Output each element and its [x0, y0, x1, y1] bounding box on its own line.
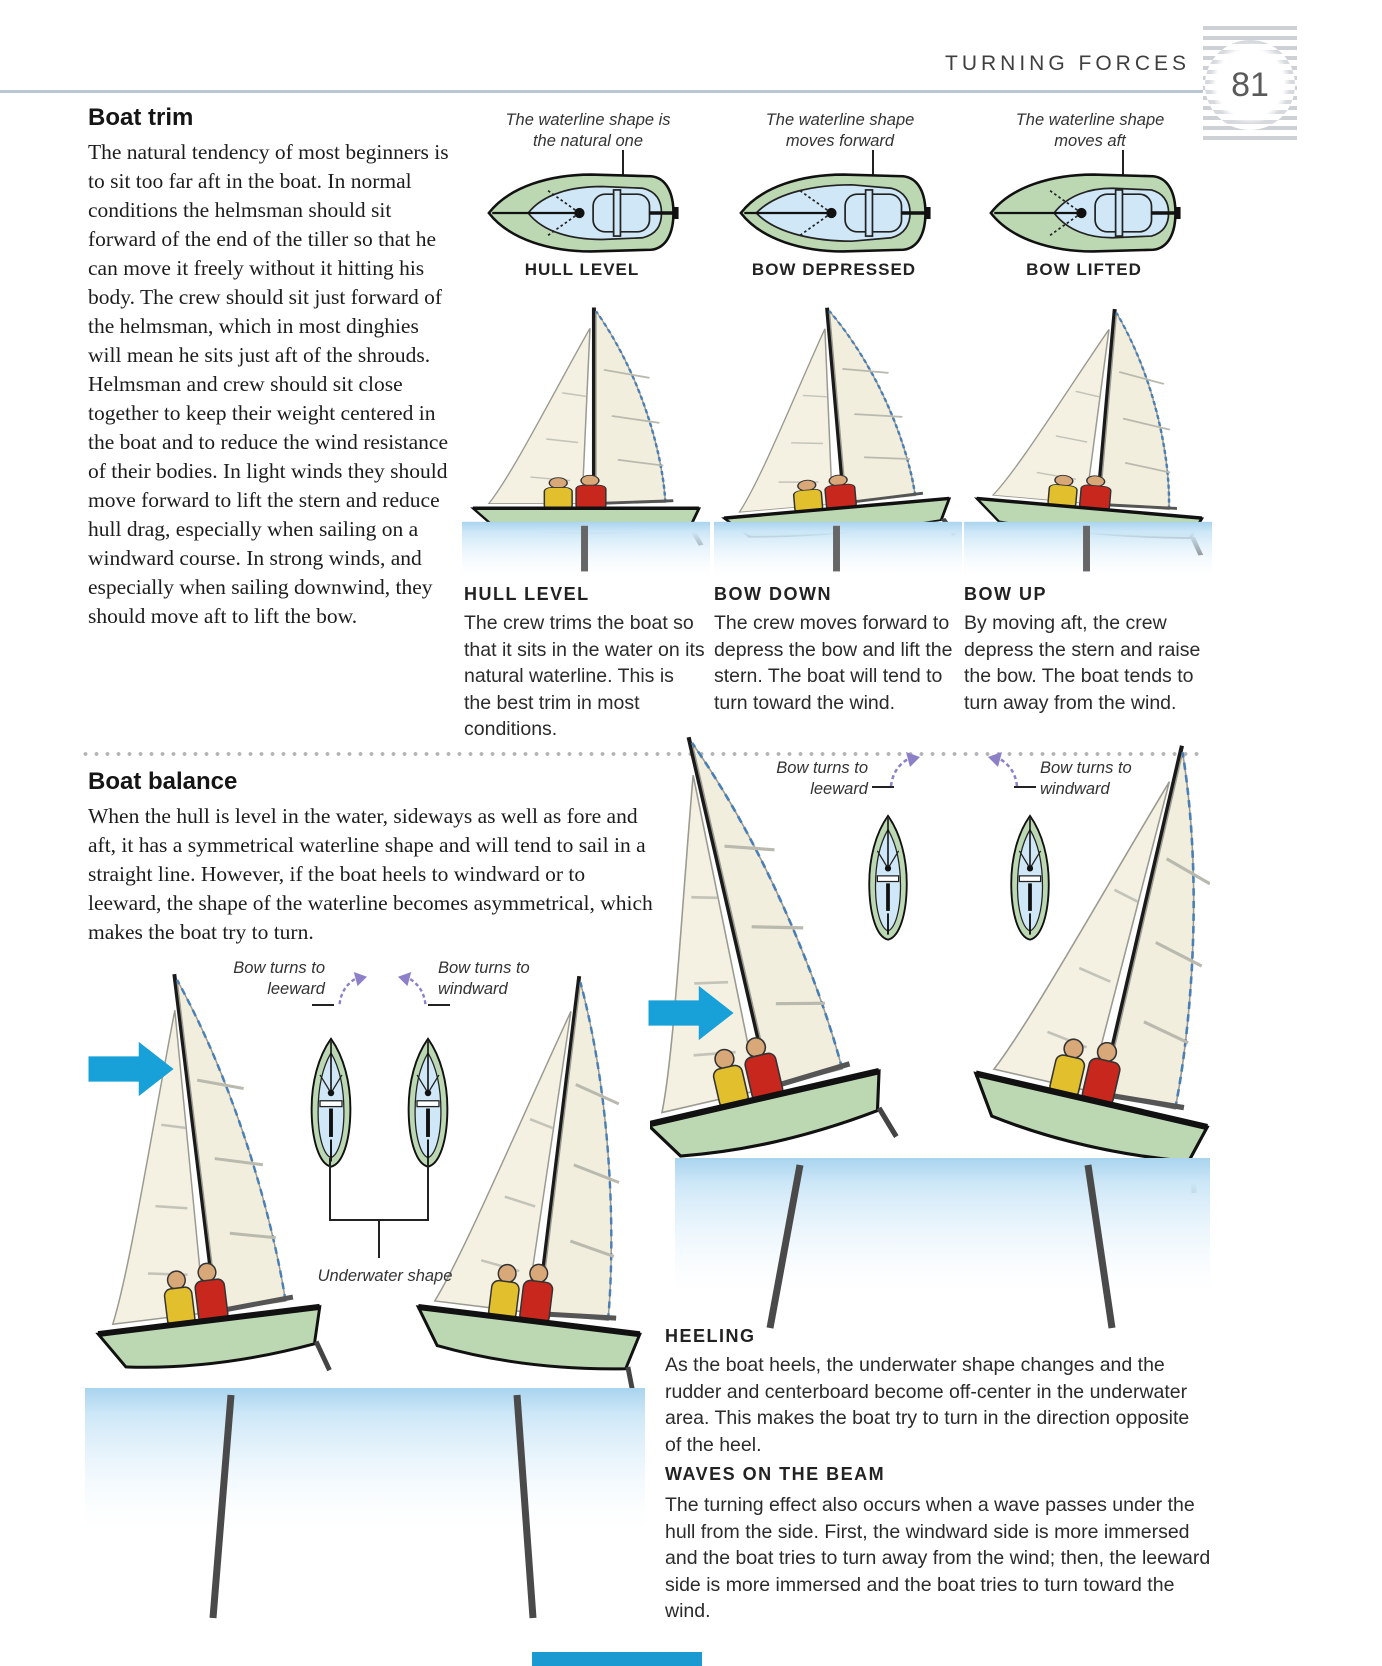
left-leeward-label: Bow turns to leeward — [233, 959, 325, 998]
trim-caption-body-1: The crew trims the boat so that it sits … — [464, 612, 705, 740]
sailboat-bow-up-illustration — [964, 292, 1212, 579]
waterline-caption-2: BOW DEPRESSED — [751, 260, 917, 279]
hull-top-level-illustration — [472, 166, 692, 260]
page-number: 81 — [1231, 65, 1269, 104]
underwater-shape-bracket — [329, 1158, 429, 1258]
underwater-shape-label: Underwater shape — [317, 1267, 453, 1285]
turn-arrow-leeward-icon — [333, 972, 367, 1006]
label-connector-line — [872, 786, 894, 788]
boat-balance-heading: Boat balance — [88, 768, 238, 795]
boat-balance-body: When the hull is level in the water, sid… — [88, 804, 653, 944]
sailboat-bow-down-illustration — [714, 292, 962, 579]
waterline-caption-3: BOW LIFTED — [1026, 260, 1142, 279]
turn-arrow-windward-icon — [398, 972, 432, 1006]
waves-heading: WAVES ON THE BEAM — [665, 1464, 886, 1484]
waterline-label-3: The waterline shape moves aft — [1015, 111, 1165, 150]
right-windward-label: Bow turns to windward — [1040, 759, 1132, 798]
plan-hull-leeward-illustration — [858, 786, 918, 972]
flow-arrow-icon — [88, 1040, 176, 1098]
hull-top-bowup-illustration — [974, 166, 1194, 260]
waves-body: The turning effect also occurs when a wa… — [665, 1494, 1211, 1622]
heeling-body: As the boat heels, the underwater shape … — [665, 1354, 1190, 1456]
hull-top-bowdown-illustration — [724, 166, 944, 260]
left-windward-label: Bow turns to windward — [438, 959, 530, 998]
header-rule — [0, 90, 1205, 93]
page-title: TURNING FORCES — [945, 52, 1190, 75]
flow-arrow-icon — [648, 984, 736, 1042]
right-leeward-label: Bow turns to leeward — [776, 759, 868, 798]
page-ball-circle: 81 — [1205, 40, 1295, 130]
pointer-line-icon — [872, 150, 874, 178]
heeling-boats-illustration — [650, 700, 1210, 1329]
waterline-caption-1: HULL LEVEL — [524, 260, 640, 279]
waterline-label-2: The waterline shape moves forward — [765, 111, 915, 150]
trim-caption-heading-2: BOW DOWN — [714, 584, 832, 604]
balance-boats-illustration — [85, 950, 645, 1619]
pointer-line-icon — [622, 150, 624, 178]
page-edge-mark — [532, 1652, 702, 1666]
turn-arrow-windward-icon — [988, 752, 1024, 788]
trim-caption-body-3: By moving aft, the crew depress the ster… — [964, 612, 1201, 714]
label-connector-line — [312, 1004, 334, 1006]
page-number-ball: 81 — [1203, 26, 1297, 146]
label-connector-line — [428, 1004, 450, 1006]
pointer-line-icon — [1122, 150, 1124, 178]
plan-hull-windward-illustration — [1000, 786, 1060, 972]
heeling-heading: HEELING — [665, 1326, 756, 1346]
sailboat-hull-level-illustration — [462, 292, 710, 579]
label-connector-line — [1014, 786, 1036, 788]
waterline-label-1: The waterline shape is the natural one — [505, 111, 671, 150]
boat-trim-body: The natural tendency of most beginners i… — [88, 140, 449, 628]
trim-caption-body-2: The crew moves forward to depress the bo… — [714, 612, 953, 714]
turn-arrow-leeward-icon — [884, 752, 920, 788]
boat-trim-heading: Boat trim — [88, 104, 194, 131]
trim-caption-heading-3: BOW UP — [964, 584, 1047, 604]
section-separator — [80, 752, 1205, 756]
trim-caption-heading-1: HULL LEVEL — [464, 584, 590, 604]
